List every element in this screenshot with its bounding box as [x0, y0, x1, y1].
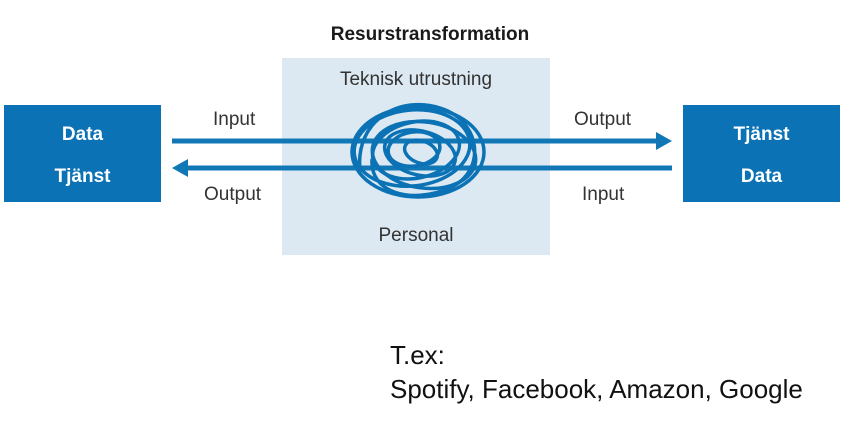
bottom-right-input-label: Input: [582, 184, 625, 205]
bottom-left-output-label: Output: [204, 184, 262, 205]
left-box-line1: Data: [61, 124, 104, 145]
transformation-panel: [282, 58, 550, 255]
examples-note: T.ex: Spotify, Facebook, Amazon, Google: [390, 338, 803, 406]
top-left-input-label: Input: [213, 109, 256, 130]
right-output-box: Tjänst Data: [683, 105, 840, 202]
right-box-line2: Data: [740, 166, 783, 187]
examples-list: Spotify, Facebook, Amazon, Google: [390, 374, 803, 404]
examples-heading: T.ex:: [390, 340, 445, 370]
diagram-title: Resurstransformation: [330, 24, 530, 45]
technical-equipment-label: Teknisk utrustning: [339, 69, 493, 90]
transformation-scribble-icon: [350, 102, 486, 199]
left-input-box: Data Tjänst: [4, 105, 161, 202]
right-box-line1: Tjänst: [733, 124, 790, 145]
bottom-flow-arrow: [172, 159, 672, 177]
top-right-output-label: Output: [574, 109, 632, 130]
left-box-line2: Tjänst: [54, 166, 111, 187]
personnel-label: Personal: [378, 225, 454, 246]
